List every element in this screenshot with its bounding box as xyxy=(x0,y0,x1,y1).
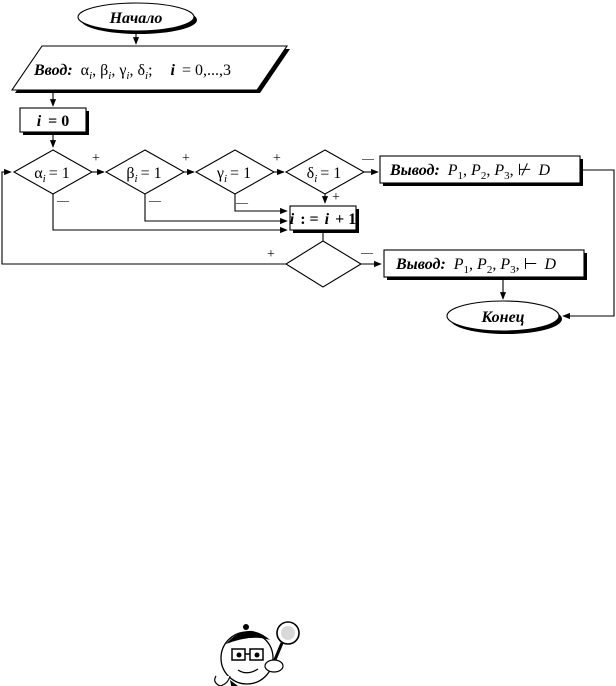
condition-loop xyxy=(284,240,363,288)
connector-output1-end xyxy=(562,169,615,320)
connector-alpha-no xyxy=(52,194,288,234)
init-block: i = 0 xyxy=(19,107,89,135)
minus-sign: — xyxy=(360,245,374,259)
minus-sign: — xyxy=(361,151,375,165)
plus-sign: + xyxy=(92,151,100,166)
output-2-text: Вывод: P1, P2, P3, ⊢ D xyxy=(395,256,557,276)
start-label: Начало xyxy=(109,10,163,27)
minus-sign: — xyxy=(235,195,249,209)
input-label: Ввод: xyxy=(33,62,73,79)
output-1-text: Вывод: P1, P2, P3, ⊬ D xyxy=(389,162,551,182)
condition-beta: βi= 1 xyxy=(104,149,186,195)
condition-alpha: αi= 1 xyxy=(12,149,94,195)
init-text: i = 0 xyxy=(37,113,70,130)
input-block: Ввод: αi, βi, γi, δi; i = 0,...,3 xyxy=(10,45,290,93)
connector-loop-back xyxy=(1,168,286,265)
condition-delta: δi= 1 xyxy=(284,149,366,195)
connector-gamma-no xyxy=(234,194,288,215)
connector-beta-no xyxy=(144,194,288,225)
mascot-illustration xyxy=(214,621,300,686)
plus-sign: + xyxy=(273,151,281,166)
svg-text:γi= 1: γi= 1 xyxy=(216,165,251,185)
plus-sign: + xyxy=(182,151,190,166)
svg-text:βi= 1: βi= 1 xyxy=(126,165,161,185)
output-block-1: Вывод: P1, P2, P3, ⊬ D xyxy=(379,155,583,186)
increment-text: i : = i + 1 xyxy=(290,211,356,228)
svg-text:δi= 1: δi= 1 xyxy=(307,165,342,185)
minus-sign: — xyxy=(148,193,162,207)
plus-sign: + xyxy=(332,190,340,205)
plus-sign: + xyxy=(267,247,275,262)
end-terminal: Конец xyxy=(446,300,562,334)
minus-sign: — xyxy=(56,193,70,207)
svg-text:αi= 1: αi= 1 xyxy=(34,165,69,185)
end-label: Конец xyxy=(480,309,524,326)
start-terminal: Начало xyxy=(77,2,197,34)
output-block-2: Вывод: P1, P2, P3, ⊢ D xyxy=(383,249,587,280)
increment-block: i : = i + 1 xyxy=(289,205,359,233)
input-text: Ввод: αi, βi, γi, δi; i = 0,...,3 xyxy=(33,62,231,82)
condition-gamma: γi= 1 xyxy=(194,149,276,195)
